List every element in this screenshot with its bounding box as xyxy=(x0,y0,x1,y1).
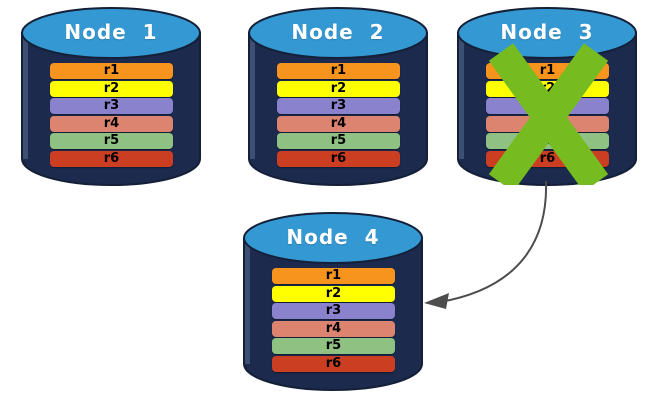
node-1-row-r2[interactable]: r2 xyxy=(50,80,173,97)
node-1-row-r3[interactable]: r3 xyxy=(50,98,173,114)
node-3-row-r6[interactable]: r6 xyxy=(486,150,609,167)
node-4-row-r1[interactable]: r1 xyxy=(272,268,395,284)
node-2-row-r2[interactable]: r2 xyxy=(277,80,400,97)
node-1-row-r4[interactable]: r4 xyxy=(50,115,173,132)
cylinder-edge-highlight xyxy=(459,33,464,159)
node-4-row-r6[interactable]: r6 xyxy=(272,355,395,372)
cylinder-top-ellipse xyxy=(243,212,423,264)
node-4-row-r3[interactable]: r3 xyxy=(272,303,395,319)
arrow-curve xyxy=(439,180,548,303)
node-4-row-r5[interactable]: r5 xyxy=(272,338,395,354)
node-2-row-r3[interactable]: r3 xyxy=(277,98,400,114)
node-3-row-r3[interactable]: r3 xyxy=(486,98,609,114)
cylinder-edge-highlight xyxy=(250,33,255,159)
node-2-row-r6[interactable]: r6 xyxy=(277,150,400,167)
node-2-row-r5[interactable]: r5 xyxy=(277,133,400,149)
node-2-row-r4[interactable]: r4 xyxy=(277,115,400,132)
node-3-row-r2[interactable]: r2 xyxy=(486,80,609,97)
arrow-head xyxy=(424,293,449,309)
node-1-row-r5[interactable]: r5 xyxy=(50,133,173,149)
cylinder-edge-highlight xyxy=(23,33,28,159)
cylinder-edge-highlight xyxy=(245,238,250,364)
cylinder-top-ellipse xyxy=(21,7,201,59)
node-4-row-r4[interactable]: r4 xyxy=(272,320,395,337)
node-1-row-r6[interactable]: r6 xyxy=(50,150,173,167)
node-2-row-r1[interactable]: r1 xyxy=(277,63,400,79)
node-3-row-r5[interactable]: r5 xyxy=(486,133,609,149)
node-3-row-r4[interactable]: r4 xyxy=(486,115,609,132)
cylinder-top-ellipse xyxy=(457,7,637,59)
cylinder-top-ellipse xyxy=(248,7,428,59)
node-3-row-r1[interactable]: r1 xyxy=(486,63,609,79)
node-1-row-r1[interactable]: r1 xyxy=(50,63,173,79)
node-4-row-r2[interactable]: r2 xyxy=(272,285,395,302)
